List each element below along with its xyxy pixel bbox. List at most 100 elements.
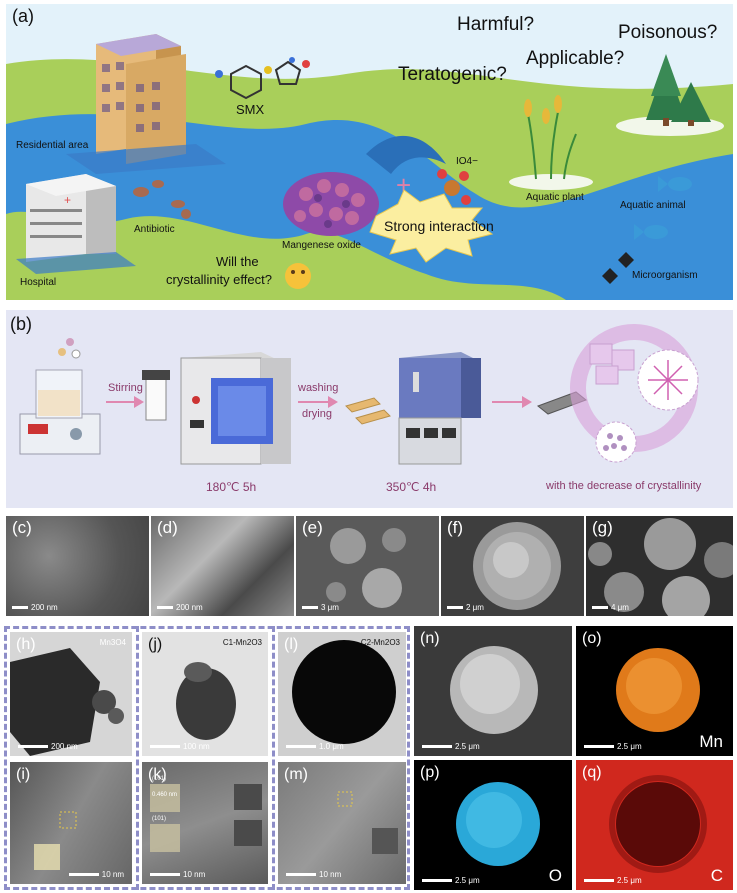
tem-tag-l: C2-Mn2O3 — [360, 638, 400, 647]
sem-image-d: (d) 200 nm — [151, 516, 294, 616]
eds-scale-q: 2.5 μm — [584, 876, 642, 885]
sem-letter-c: (c) — [12, 518, 32, 537]
eds-image-p: (p) 2.5 μm O — [414, 760, 572, 890]
label-step2: 350℃ 4h — [386, 480, 437, 494]
label-drying: drying — [302, 408, 332, 420]
label-animal: Aquatic animal — [620, 200, 686, 211]
tem-divider-2 — [272, 626, 275, 890]
sem-f-flower — [473, 522, 561, 610]
tem-l-sphere — [292, 640, 396, 744]
tree-island — [616, 54, 724, 136]
sem-image-c: (c) 200 nm — [6, 516, 149, 616]
eds-letter-p: (p) — [420, 764, 440, 781]
label-micro: Microorganism — [632, 270, 698, 281]
panel-a: + + — [6, 4, 733, 300]
tem-image-m: (m) 10 nm — [278, 762, 406, 884]
label-plant: Aquatic plant — [526, 192, 584, 203]
question-harmful: Harmful? — [457, 14, 535, 35]
label-smx: SMX — [236, 102, 265, 117]
label-decrease: with the decrease of crystallinity — [546, 480, 702, 492]
eds-element-o: Mn — [699, 732, 723, 751]
tem-k-insets — [150, 784, 262, 852]
label-hospital: Hospital — [20, 277, 57, 288]
tem-image-k: (k) (101) 0.460 nm (101) 10 nm — [142, 762, 268, 884]
tem-k-lattice1: 0.460 nm — [152, 792, 178, 798]
aquatic-plant — [509, 95, 593, 190]
sem-scale-g: 4 μm — [592, 603, 629, 612]
eds-image-q: (q) 2.5 μm C — [576, 760, 733, 890]
eds-q-map — [609, 775, 707, 873]
interaction-burst — [369, 189, 494, 263]
sem-letter-g: (g) — [592, 518, 613, 537]
tem-letter-h: (h) — [16, 636, 36, 653]
tem-tag-j: C1-Mn2O3 — [222, 638, 262, 647]
sem-image-g: (g) 4 μm — [586, 516, 733, 616]
arrow-calcine — [492, 396, 532, 408]
sem-scale-e: 3 μm — [302, 603, 339, 612]
eds-n-particle — [450, 646, 538, 734]
label-stirring: Stirring — [108, 382, 143, 394]
label-oxide: Mangenese oxide — [282, 240, 361, 251]
sem-scale-f: 2 μm — [447, 603, 484, 612]
question-applicable: Applicable? — [526, 48, 625, 69]
sem-scale-d: 200 nm — [157, 603, 203, 612]
antibiotic-pills — [133, 180, 191, 219]
autoclave — [142, 370, 170, 421]
eds-p-map — [456, 782, 540, 866]
tem-scale-k: 10 nm — [150, 870, 205, 879]
muffle-furnace — [398, 352, 481, 465]
label-crystal-q1: Will the — [216, 254, 259, 269]
panel-a-letter: (a) — [12, 6, 34, 26]
eds-letter-q: (q) — [582, 764, 602, 781]
panel-b: (b) Stirring washing drying 180℃ 5h 350℃… — [6, 310, 733, 508]
tem-m-inset — [337, 791, 398, 854]
manganese-oxide-cluster — [283, 172, 379, 236]
question-poisonous: Poisonous? — [618, 22, 718, 43]
tem-image-l: (l) C2-Mn2O3 1.0 μm — [278, 632, 406, 756]
sem-image-f: (f) 2 μm — [441, 516, 584, 616]
tem-h-particles — [10, 648, 124, 756]
arrow-stirring — [106, 396, 144, 408]
tem-letter-m: (m) — [284, 766, 308, 783]
product-morphologies — [570, 324, 699, 463]
residential-building — [66, 34, 226, 174]
tem-divider-1 — [136, 626, 139, 890]
tem-letter-j: (j) — [148, 636, 163, 653]
eds-letter-n: (n) — [420, 630, 440, 647]
label-residential: Residential area — [16, 140, 89, 151]
sem-image-e: (e) 3 μm — [296, 516, 439, 616]
label-step1: 180℃ 5h — [206, 480, 257, 494]
tem-j-cluster — [176, 662, 236, 740]
tem-scale-i: 10 nm — [69, 870, 124, 879]
crucible-boats — [345, 397, 391, 425]
tem-letter-k: (k) — [148, 766, 167, 783]
tem-letter-l: (l) — [284, 636, 299, 653]
sem-scale-c: 200 nm — [12, 603, 58, 612]
label-crystal-q2: crystallinity effect? — [166, 272, 272, 287]
eds-element-q: C — [710, 866, 723, 885]
label-washing: washing — [298, 382, 339, 394]
fish — [634, 176, 692, 240]
tem-i-inset — [34, 811, 77, 870]
sem-letter-d: (d) — [157, 518, 178, 537]
panel-b-letter: (b) — [10, 314, 32, 334]
tem-k-plane2: (101) — [152, 816, 167, 822]
eds-letter-o: (o) — [582, 630, 602, 647]
smx-molecule — [215, 57, 310, 100]
panel-a-illustration: + + — [6, 4, 733, 300]
magnetic-stirrer — [19, 338, 101, 455]
sem-e-flowers — [326, 528, 406, 608]
tem-tag-h: Mn3O4 — [99, 638, 126, 647]
eds-image-o: (o) 2.5 μm Mn — [576, 626, 733, 756]
tem-scale-j: 100 nm — [150, 742, 210, 751]
tem-scale-m: 10 nm — [286, 870, 341, 879]
tem-k-plane1: (101) — [152, 776, 167, 782]
eds-o-map — [616, 648, 700, 732]
sem-letter-e: (e) — [302, 518, 323, 537]
tem-frame — [4, 626, 410, 890]
eds-image-n: (n) 2.5 μm — [414, 626, 572, 756]
tem-letter-i: (i) — [16, 766, 31, 783]
hospital-building: + — [16, 174, 136, 274]
microorganisms — [602, 252, 634, 284]
label-antibiotic: Antibiotic — [134, 224, 175, 235]
